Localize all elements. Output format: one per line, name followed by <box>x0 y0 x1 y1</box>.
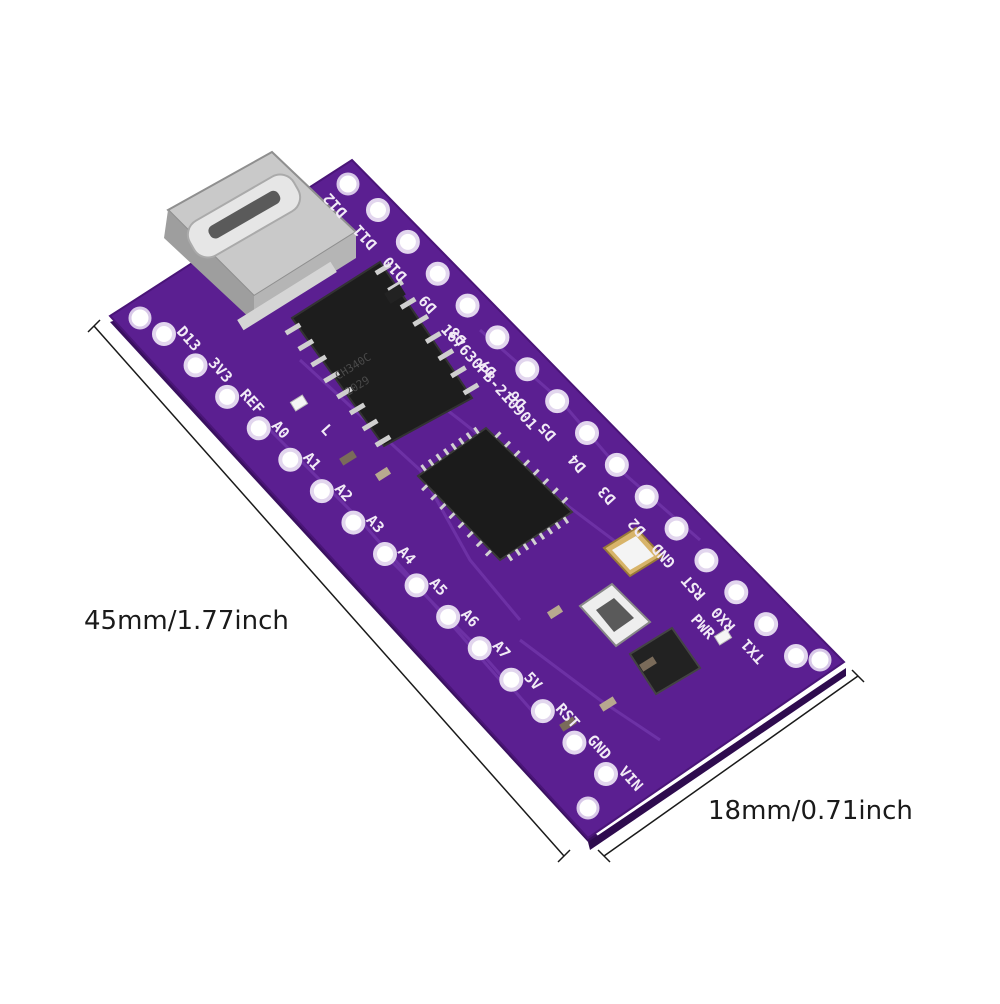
mcu-leg <box>457 521 465 529</box>
mcu-leg <box>465 432 473 440</box>
mcu-leg <box>439 502 447 510</box>
left-header-pin-pad <box>183 353 208 378</box>
right-header-pin-pad <box>425 261 450 286</box>
left-header-pin-pad <box>562 730 587 755</box>
microcontroller-chip <box>416 426 574 562</box>
chip-leg <box>361 418 379 432</box>
left-header-pin-pad <box>373 542 397 566</box>
mcu-leg <box>513 449 521 458</box>
mcu-leg <box>430 493 438 501</box>
chip-leg <box>437 348 455 362</box>
chip-leg <box>310 354 328 368</box>
smd-components <box>339 284 657 732</box>
right-header-pin-pad <box>664 516 689 541</box>
chip-leg <box>374 434 392 448</box>
right-header-pin-pad <box>455 293 480 318</box>
mcu-leg <box>450 442 458 451</box>
left-header-pin-pad <box>436 604 461 629</box>
right-header-pin-pad <box>366 198 390 222</box>
mcu-leg <box>504 440 512 448</box>
mcu-leg <box>420 464 427 472</box>
mcu-leg <box>546 527 554 535</box>
chip-leg <box>297 338 315 352</box>
mcu-leg <box>530 537 538 546</box>
left-header-pin-pad <box>467 636 492 661</box>
mcu-leg <box>523 459 531 467</box>
left-header-pin-pad <box>499 667 524 692</box>
pcb-edge-bottom <box>588 668 846 850</box>
right-header-pin-pad <box>395 229 420 254</box>
right-header-pin-pad <box>604 452 629 477</box>
chip-leg <box>387 279 405 293</box>
mcu-leg <box>473 426 480 435</box>
mcu-leg <box>448 512 456 520</box>
right-header-pin-pad <box>754 612 779 637</box>
left-header-pin-pad <box>404 573 429 598</box>
chip-leg <box>348 402 366 416</box>
mcu-leg <box>435 453 442 461</box>
led-indicators <box>289 394 733 646</box>
right-header-pin-pad <box>575 421 599 445</box>
left-header-pin-pad <box>246 416 271 441</box>
mcu-leg <box>421 484 429 492</box>
left-header-pin-pad <box>594 762 618 786</box>
mcu-leg <box>494 431 502 439</box>
mcu-leg <box>561 496 569 504</box>
usb-serial-chip: CH340C 2029 <box>284 260 480 448</box>
mcu-leg <box>532 468 540 476</box>
right-header-pin-pad <box>694 548 719 573</box>
right-header-pin-pad <box>515 357 540 382</box>
mcu-leg <box>562 516 570 524</box>
right-pin-header <box>366 198 808 668</box>
mcu-leg <box>554 521 562 530</box>
width-dimension-line <box>597 669 865 863</box>
mcu-leg <box>514 548 522 556</box>
length-dimension-label: 45mm/1.77inch <box>84 606 289 636</box>
chip-leg <box>412 313 430 327</box>
right-header-pin-pad <box>485 325 510 350</box>
mcu-leg <box>442 448 450 456</box>
mcu-leg <box>522 543 530 551</box>
mcu-leg <box>458 437 465 445</box>
left-header-pin-pad <box>530 699 555 724</box>
right-header-pin-pad <box>634 484 659 509</box>
chip-leg <box>284 322 302 336</box>
right-header-pin-pad <box>724 580 749 605</box>
length-dimension-line <box>87 319 571 863</box>
chip-leg <box>449 365 467 379</box>
chip-leg <box>374 262 392 276</box>
right-header-pin-pad <box>784 644 808 668</box>
crystal-oscillator <box>602 526 664 578</box>
chip-leg <box>462 382 480 396</box>
mcu-leg <box>484 549 492 557</box>
voltage-regulator <box>628 626 702 696</box>
mcu-leg <box>466 530 474 538</box>
left-header-pin-pad <box>215 384 240 409</box>
left-header-pin-pad <box>341 510 366 535</box>
reset-button[interactable] <box>578 582 652 648</box>
right-header-pin-pad <box>545 389 570 414</box>
mcu-leg <box>506 553 514 562</box>
width-dimension-label: 18mm/0.71inch <box>708 796 913 826</box>
left-header-pin-pad <box>309 479 334 504</box>
mcu-leg <box>538 532 546 540</box>
mcu-leg <box>551 487 559 495</box>
left-pin-header <box>152 322 618 786</box>
left-header-pin-pad <box>278 447 303 472</box>
mcu-leg <box>475 540 483 548</box>
chip-leg <box>323 370 341 384</box>
mcu-leg <box>542 477 550 486</box>
mounting-holes <box>128 172 832 820</box>
left-header-pin-pad <box>152 322 176 346</box>
chip-leg <box>424 331 442 345</box>
chip-leg <box>399 296 417 310</box>
chip-leg <box>335 386 353 400</box>
usb-type-c-icon <box>164 150 358 331</box>
mcu-leg <box>427 458 435 467</box>
